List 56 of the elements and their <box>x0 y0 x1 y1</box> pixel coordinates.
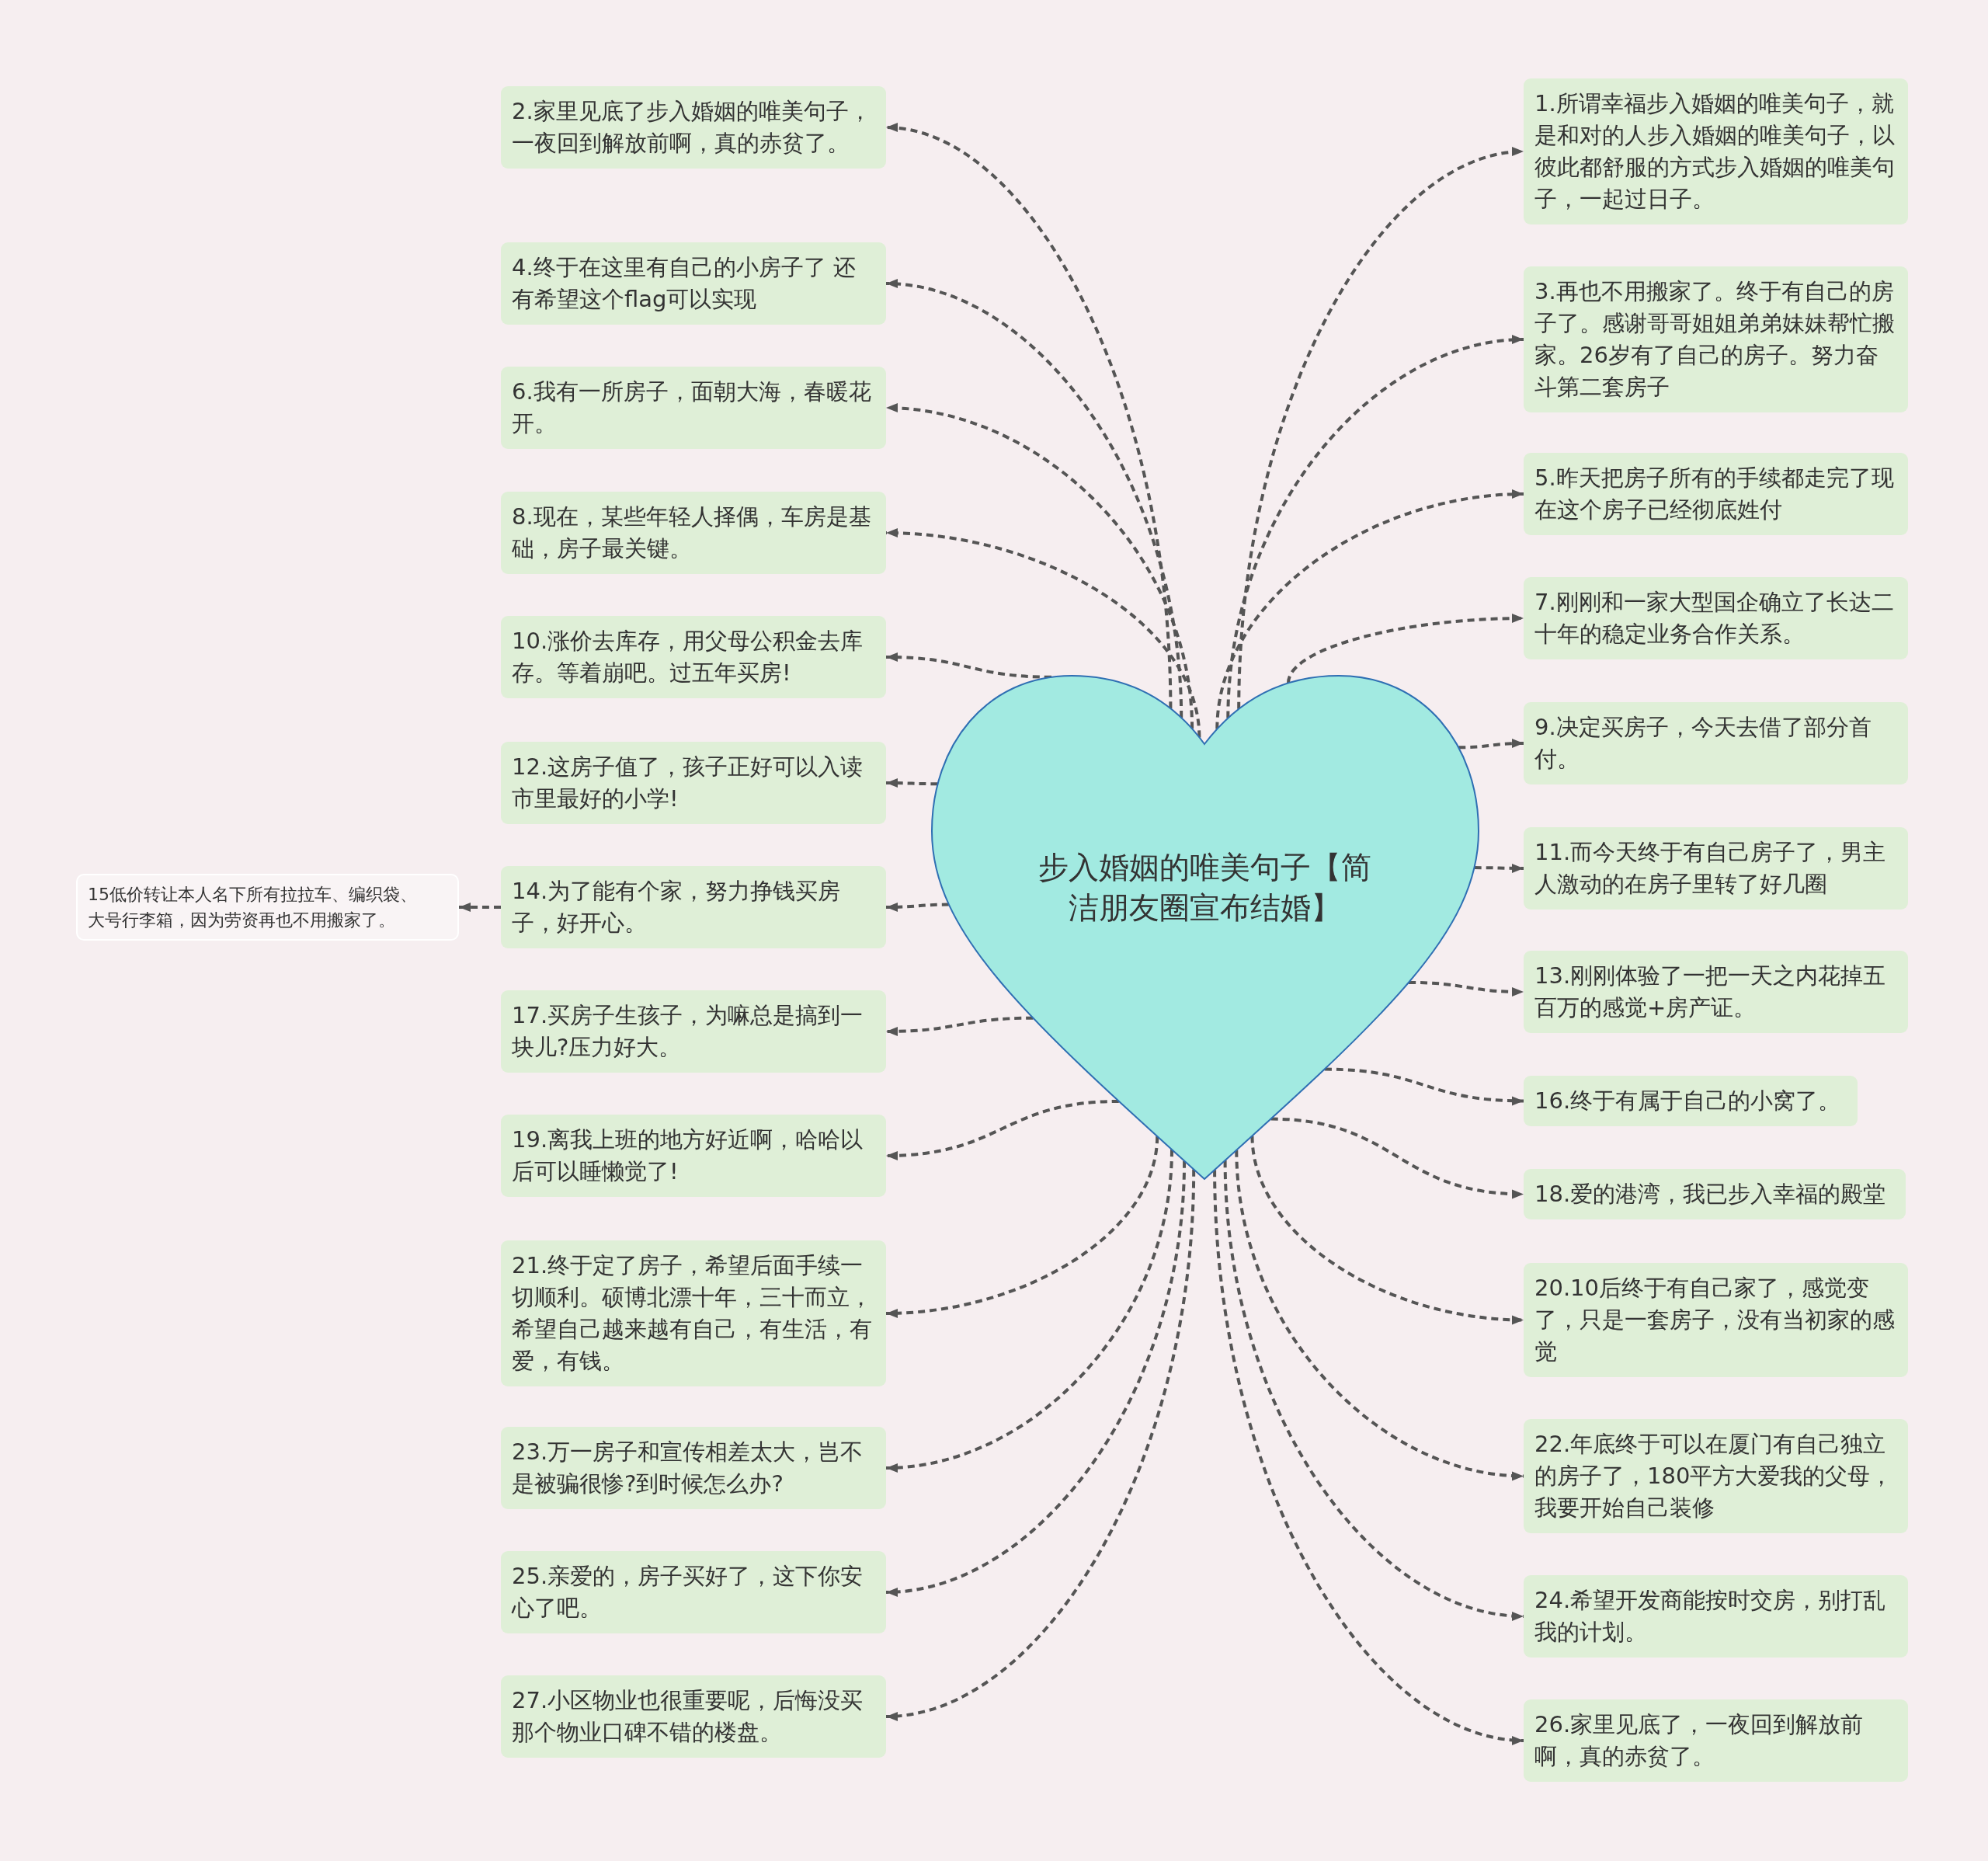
topic-card: 18.爱的港湾，我已步入幸福的殿堂 <box>1524 1169 1906 1219</box>
dashed-arrow <box>886 778 938 788</box>
topic-card: 16.终于有属于自己的小窝了。 <box>1524 1076 1858 1126</box>
dashed-arrow <box>885 280 1183 718</box>
topic-card: 15低价转让本人名下所有拉拉车、编织袋、大号行李箱，因为劳资再也不用搬家了。 <box>76 874 459 941</box>
topic-card: 22.年底终于可以在厦门有自己独立的房子了，180平方大爱我的父母，我要开始自己装修 <box>1524 1419 1908 1533</box>
dashed-arrow <box>1324 1067 1524 1106</box>
topic-card: 4.终于在这里有自己的小房子了 还有希望这个flag可以实现 <box>501 242 886 325</box>
dashed-arrow <box>885 528 1201 738</box>
topic-card: 7.刚刚和一家大型国企确立了长达二十年的稳定业务合作关系。 <box>1524 577 1908 659</box>
dashed-arrow <box>1458 739 1524 750</box>
dashed-arrow <box>885 1099 1119 1160</box>
dashed-arrow <box>1270 1117 1524 1198</box>
dashed-arrow <box>1226 336 1524 718</box>
topic-card: 24.希望开发商能按时交房，别打乱我的计划。 <box>1524 1575 1908 1658</box>
dashed-arrow <box>886 902 949 912</box>
dashed-arrow <box>1250 1136 1524 1324</box>
topic-card: 3.再也不用搬家了。终于有自己的房子了。感谢哥哥姐姐弟弟妹妹帮忙搬家。26岁有了自己的房子。努力奋斗第二套房子 <box>1524 266 1908 412</box>
dashed-arrow <box>885 1149 1173 1472</box>
topic-card: 2.家里见底了步入婚姻的唯美句子，一夜回到解放前啊，真的赤贫了。 <box>501 86 886 169</box>
dashed-arrow <box>459 903 501 912</box>
dashed-arrow <box>885 1016 1034 1036</box>
topic-card: 21.终于定了房子，希望后面手续一切顺利。硕博北漂十年，三十而立，希望自己越来越有自己，有生活，有爱，有钱。 <box>501 1240 886 1386</box>
dashed-arrow <box>1474 863 1524 873</box>
topic-card: 17.买房子生孩子，为嘛总是搞到一块儿?压力好大。 <box>501 990 886 1073</box>
topic-card: 26.家里见底了，一夜回到解放前啊，真的赤贫了。 <box>1524 1699 1908 1782</box>
topic-card: 1.所谓幸福步入婚姻的唯美句子，就是和对的人步入婚姻的唯美句子，以彼此都舒服的方式步入婚姻的唯美句子，一起过日子。 <box>1524 78 1908 224</box>
dashed-arrow <box>885 404 1194 729</box>
topic-card: 6.我有一所房子，面朝大海，春暖花开。 <box>501 367 886 449</box>
dashed-arrow <box>1287 614 1524 684</box>
dashed-arrow <box>1215 489 1524 729</box>
topic-card: 5.昨天把房子所有的手续都走完了现在这个房子已经彻底姓付 <box>1524 453 1908 535</box>
central-topic-text: 步入婚姻的唯美句子【简洁朋友圈宣布结婚】 <box>1037 849 1372 927</box>
topic-card: 27.小区物业也很重要呢，后悔没买那个物业口碑不错的楼盘。 <box>501 1675 886 1758</box>
topic-card: 14.为了能有个家，努力挣钱买房子，好开心。 <box>501 866 886 948</box>
dashed-arrow <box>885 124 1173 709</box>
dashed-arrow <box>1213 1170 1524 1744</box>
dashed-arrow <box>885 1169 1196 1720</box>
dashed-arrow <box>885 1160 1187 1596</box>
topic-card: 10.涨价去库存，用父母公积金去库存。等着崩吧。过五年买房! <box>501 616 886 698</box>
topic-card: 23.万一房子和宣传相差太大，岂不是被骗很惨?到时候怎么办? <box>501 1427 886 1509</box>
topic-card: 8.现在，某些年轻人择偶，车房是基础，房子最关键。 <box>501 492 886 574</box>
dashed-arrow <box>885 1136 1159 1318</box>
dashed-arrow <box>1408 980 1524 997</box>
topic-card: 12.这房子值了，孩子正好可以入读市里最好的小学! <box>501 742 886 824</box>
topic-card: 20.10后终于有自己家了，感觉变了，只是一套房子，没有当初家的感觉 <box>1524 1263 1908 1377</box>
topic-card: 13.刚刚体验了一把一天之内花掉五百万的感觉+房产证。 <box>1524 951 1908 1033</box>
topic-card: 19.离我上班的地方好近啊，哈哈以后可以睡懒觉了! <box>501 1115 886 1197</box>
dashed-arrow <box>885 652 1052 679</box>
topic-card: 25.亲爱的，房子买好了，这下你安心了吧。 <box>501 1551 886 1633</box>
dashed-arrow <box>1223 1160 1524 1620</box>
dashed-arrow <box>1235 1150 1524 1480</box>
topic-card: 9.决定买房子，今天去借了部分首付。 <box>1524 702 1908 784</box>
dashed-arrow <box>1237 148 1524 709</box>
topic-card: 11.而今天终于有自己房子了，男主人激动的在房子里转了好几圈 <box>1524 827 1908 910</box>
heart-shape <box>932 676 1479 1179</box>
